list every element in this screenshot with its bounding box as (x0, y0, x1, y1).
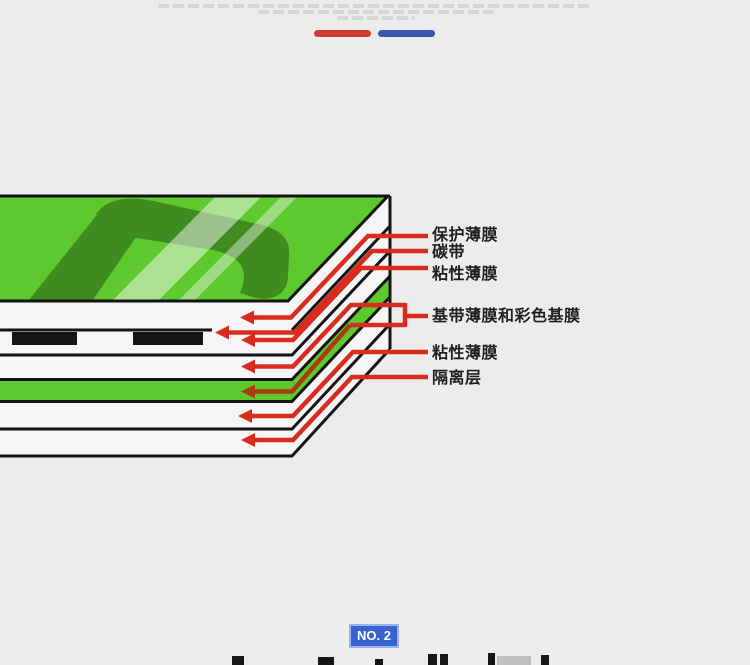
arrowhead (215, 325, 229, 340)
blue-divider-bar (378, 30, 435, 37)
cropped-text-fragment (541, 655, 549, 665)
arrowhead (241, 333, 255, 347)
layer-line (0, 194, 390, 303)
label-adhesive-film-2: 粘性薄膜 (432, 345, 499, 362)
carbon-dash (133, 332, 203, 345)
arrowhead (240, 310, 254, 325)
leader-line-carbon-ribbon (227, 248, 428, 335)
leader-line-color-film-dark (253, 323, 352, 394)
fine-print-line (158, 4, 590, 8)
label-base-and-color-film: 基带薄膜和彩色基膜 (432, 308, 581, 325)
cropped-text-fragment (428, 654, 437, 665)
leader-line-adhesive-film-2 (250, 349, 428, 419)
arrowhead (238, 409, 252, 423)
cropped-text-fragment (440, 654, 448, 665)
stack-bottom-edge (0, 347, 392, 458)
highlight-stripe (112, 196, 262, 301)
arrowhead (241, 384, 255, 399)
layer-line (0, 274, 392, 381)
arrowhead (241, 433, 255, 447)
label-release-layer: 隔离层 (432, 370, 482, 387)
red-divider-bar (314, 30, 371, 37)
carbon-dash (12, 332, 77, 345)
layer-line (0, 322, 392, 431)
brand-logo (28, 196, 298, 301)
section-number-badge: NO. 2 (351, 626, 397, 646)
cropped-text-fragment (488, 653, 495, 665)
leader-line-base-film (253, 302, 405, 369)
layer-edge-diagonal (290, 224, 392, 332)
fine-print-line (258, 10, 494, 14)
label-protective-film: 保护薄膜 (432, 227, 499, 244)
layer-line (0, 295, 392, 403)
leader-line-protective-film (252, 233, 428, 320)
label-carbon-ribbon: 碳带 (432, 244, 466, 261)
cropped-image-fragment (497, 656, 531, 665)
color-film-front (0, 381, 292, 400)
cropped-text-fragment (232, 656, 244, 665)
highlight-stripe (178, 196, 298, 301)
leader-line-release-layer (253, 374, 428, 443)
label-adhesive-film-1: 粘性薄膜 (432, 266, 499, 283)
cropped-text-fragment (318, 657, 334, 665)
layer-line (0, 249, 392, 357)
fine-print-line (337, 16, 415, 20)
cropped-text-fragment (375, 659, 383, 665)
arrowhead (241, 359, 255, 374)
leader-line-adhesive-film-1 (253, 265, 428, 343)
